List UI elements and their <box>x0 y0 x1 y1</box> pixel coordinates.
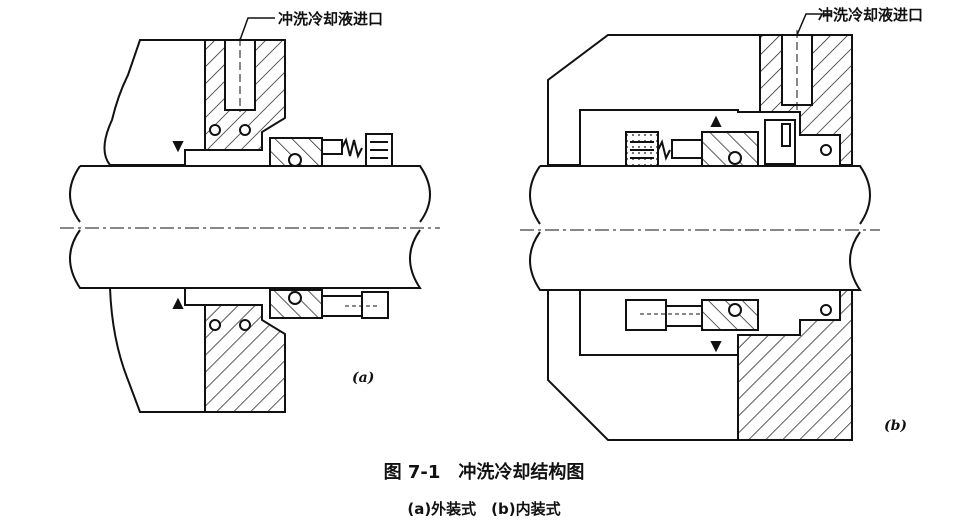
panel-b-diagram <box>520 30 880 441</box>
shaft-a <box>69 165 431 289</box>
coolant-inlet-label-b: 冲洗冷却液进口 <box>818 6 923 24</box>
panel-label-a: (a) <box>352 370 374 386</box>
housing-a-lower <box>108 287 206 413</box>
shaft-b <box>529 165 871 291</box>
rotating-ring-b-lower <box>701 299 759 331</box>
panel-a-diagram <box>60 38 440 413</box>
coolant-inlet-label-a: 冲洗冷却液进口 <box>278 10 383 28</box>
panel-label-b: (b) <box>884 418 907 434</box>
inlet-leader-b <box>796 13 832 36</box>
spring-seat-b-lower <box>625 299 667 331</box>
gland-a-lower <box>204 304 286 413</box>
inlet-leader-a <box>239 17 275 41</box>
housing-a <box>103 39 206 166</box>
figure-caption-title: 图 7-1 冲洗冷却结构图 <box>384 461 585 483</box>
figure-caption-subtitle: (a)外装式 (b)内装式 <box>407 500 560 518</box>
